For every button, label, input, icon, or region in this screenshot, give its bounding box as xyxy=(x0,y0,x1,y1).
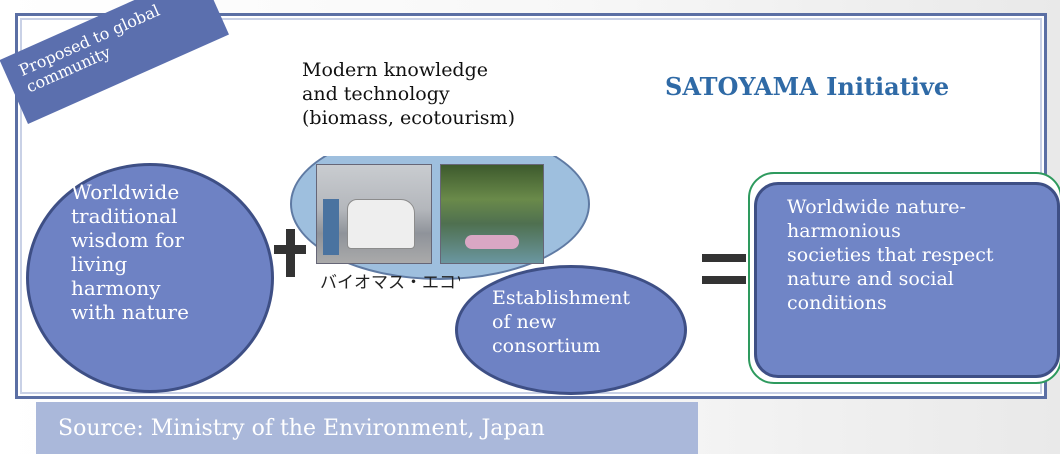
societies-line: nature and social xyxy=(787,268,954,290)
ecotourism-photo xyxy=(440,164,544,264)
knowledge-line: and technology xyxy=(302,83,450,105)
consortium-line: of new xyxy=(492,311,557,333)
fuel-pump-shape xyxy=(323,199,339,255)
wisdom-line: with nature xyxy=(71,300,189,324)
wisdom-line: living xyxy=(71,252,128,276)
knowledge-box: Modern knowledge and technology (biomass… xyxy=(272,44,590,156)
societies-line: harmonious xyxy=(787,220,901,242)
knowledge-line: (biomass, ecotourism) xyxy=(302,107,515,129)
consortium-line: Establishment xyxy=(492,287,631,309)
societies-line: Worldwide nature- xyxy=(787,196,966,218)
societies-box: Worldwide nature- harmonious societies t… xyxy=(754,182,1060,378)
wisdom-line: traditional xyxy=(71,204,178,228)
plus-sign-vertical xyxy=(286,229,295,277)
canoe-shape xyxy=(465,235,519,249)
wisdom-line: wisdom for xyxy=(71,228,184,252)
consortium-line: consortium xyxy=(492,335,601,357)
consortium-ellipse: Establishment of new consortium xyxy=(455,265,687,395)
diagram-title: SATOYAMA Initiative xyxy=(665,72,950,101)
car-shape xyxy=(347,199,415,249)
wisdom-line: harmony xyxy=(71,276,161,300)
equals-sign-bottom xyxy=(702,276,746,284)
wisdom-line: Worldwide xyxy=(71,180,180,204)
societies-line: societies that respect xyxy=(787,244,994,266)
biomass-photo xyxy=(316,164,432,264)
source-caption: Source: Ministry of the Environment, Jap… xyxy=(36,402,698,454)
photo-caption: バイオマス・エコツ xyxy=(320,273,460,293)
equals-sign-top xyxy=(702,254,746,262)
wisdom-circle: Worldwide traditional wisdom for living … xyxy=(26,163,274,393)
societies-line: conditions xyxy=(787,292,887,314)
knowledge-line: Modern knowledge xyxy=(302,59,489,81)
